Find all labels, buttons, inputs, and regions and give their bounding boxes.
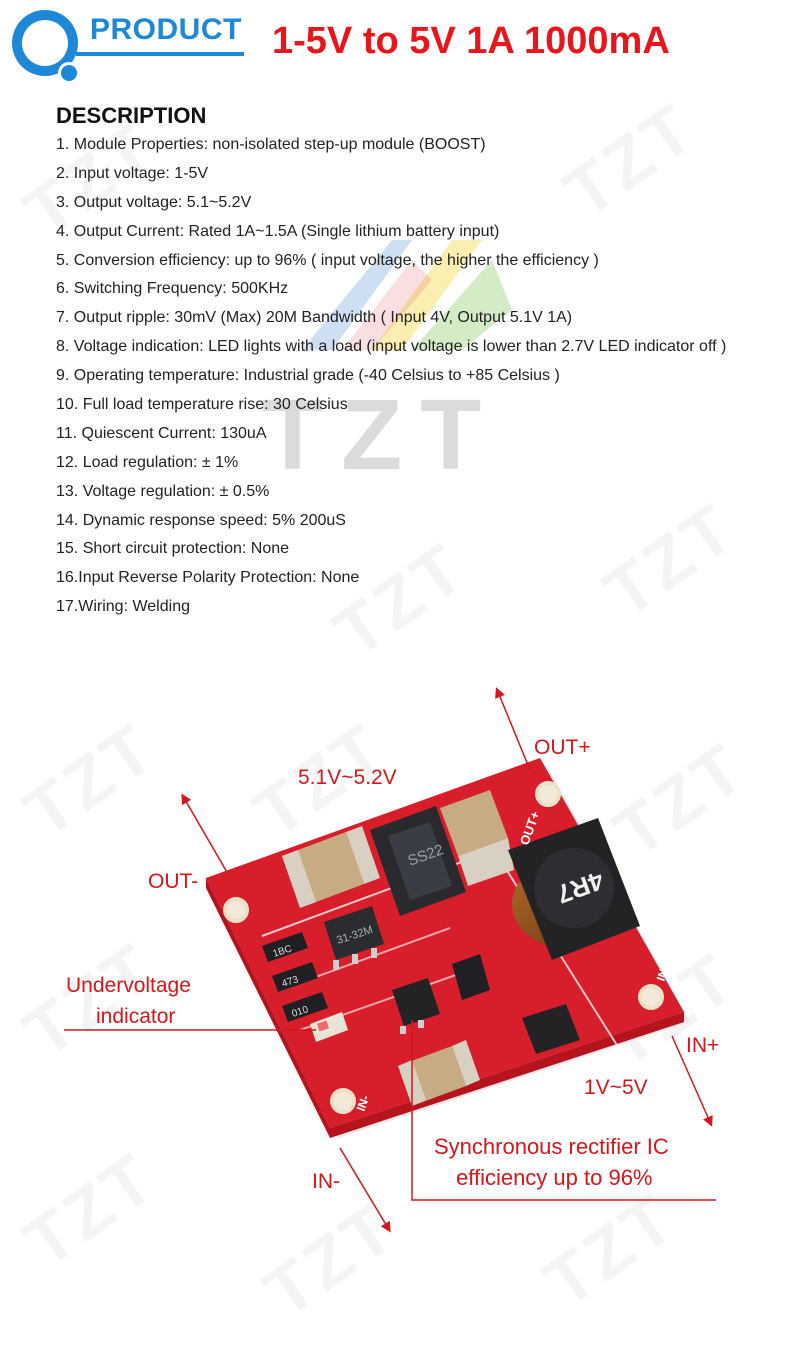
mosfet xyxy=(522,1004,580,1054)
resistor-right xyxy=(452,954,490,1000)
spec-item: 2. Input voltage: 1-5V xyxy=(56,164,209,182)
diode-ss22: SS22 xyxy=(370,806,466,916)
description-heading: DESCRIPTION xyxy=(56,103,207,128)
spec-item: 12. Load regulation: ± 1% xyxy=(56,453,239,471)
spec-item: 7. Output ripple: 30mV (Max) 20M Bandwid… xyxy=(56,309,573,327)
label-efficiency: efficiency up to 96% xyxy=(456,1165,653,1190)
spec-item: 8. Voltage indication: LED lights with a… xyxy=(56,338,727,356)
resistor-marking: 010 xyxy=(291,1004,311,1020)
page-title: 1-5V to 5V 1A 1000mA xyxy=(272,20,670,62)
spec-item: 9. Operating temperature: Industrial gra… xyxy=(56,367,560,385)
spec-item: 15. Short circuit protection: None xyxy=(56,540,290,558)
led-indicator xyxy=(310,1012,348,1042)
mount-hole xyxy=(330,1088,356,1114)
pad-label-in-minus: IN- xyxy=(354,1093,373,1113)
label-out-minus: OUT- xyxy=(148,870,199,893)
spec-item: 14. Dynamic response speed: 5% 200uS xyxy=(56,511,346,529)
badge-underline xyxy=(76,52,244,56)
spec-item: 1. Module Properties: non-isolated step-… xyxy=(56,136,486,153)
spec-item: 17.Wiring: Welding xyxy=(56,598,190,616)
label-undervoltage: Undervoltage xyxy=(66,974,191,997)
spec-item: 10. Full load temperature rise: 30 Celsi… xyxy=(56,396,348,414)
rectifier-ic xyxy=(392,978,440,1034)
resistor-010: 010 xyxy=(282,992,328,1022)
resistor-473: 473 xyxy=(272,962,318,992)
arrow-in-plus xyxy=(671,1035,713,1127)
product-badge-icon xyxy=(12,10,78,76)
ic-regulator: 31-32M xyxy=(324,906,384,970)
arrow-out-plus xyxy=(495,687,531,771)
label-rectifier-ic: Synchronous rectifier IC xyxy=(434,1134,669,1159)
mount-hole xyxy=(223,897,249,923)
spec-item: 4. Output Current: Rated 1A~1.5A (Single… xyxy=(56,222,500,240)
brand-logo-icon xyxy=(302,240,512,350)
leader-rectifier xyxy=(411,1020,716,1201)
spec-item: 6. Switching Frequency: 500KHz xyxy=(56,280,289,298)
spec-item: 3. Output voltage: 5.1~5.2V xyxy=(56,193,252,211)
label-in-plus: IN+ xyxy=(686,1034,720,1057)
inductor-4r7: 4R7 xyxy=(508,818,640,960)
capacitor-in xyxy=(440,790,514,886)
spec-list: 1. Module Properties: non-isolated step-… xyxy=(56,135,756,617)
badge-dot-icon xyxy=(58,62,80,84)
label-out-plus: OUT+ xyxy=(534,736,591,759)
description-section: DESCRIPTION 1. Module Properties: non-is… xyxy=(56,103,756,626)
board-illustration: SS22 4R7 31-32M xyxy=(0,660,800,1350)
spec-item: 5. Conversion efficiency: up to 96% ( in… xyxy=(56,251,599,269)
spec-item: 11. Quiescent Current: 130uA xyxy=(56,424,267,442)
capacitor-out xyxy=(282,826,380,908)
label-out-voltage: 5.1V~5.2V xyxy=(298,766,397,789)
brand-watermark-text: TZT xyxy=(262,379,500,491)
pcb-diagram: SS22 4R7 31-32M xyxy=(64,687,716,1233)
label-in-minus: IN- xyxy=(312,1170,340,1193)
resistor-marking: 473 xyxy=(281,974,301,990)
product-badge-label: PRODUCT xyxy=(90,13,242,46)
mount-hole xyxy=(535,781,561,807)
pad-label-in-plus: IN+ xyxy=(654,960,674,983)
label-indicator: indicator xyxy=(96,1005,176,1028)
arrow-out-minus xyxy=(181,793,229,875)
spec-item: 16.Input Reverse Polarity Protection: No… xyxy=(56,569,360,587)
spec-item: 13. Voltage regulation: ± 0.5% xyxy=(56,482,270,500)
mount-hole xyxy=(638,984,664,1010)
label-in-voltage: 1V~5V xyxy=(584,1076,648,1099)
header: PRODUCT 1-5V to 5V 1A 1000mA xyxy=(0,0,800,92)
arrow-in-minus xyxy=(339,1147,391,1233)
